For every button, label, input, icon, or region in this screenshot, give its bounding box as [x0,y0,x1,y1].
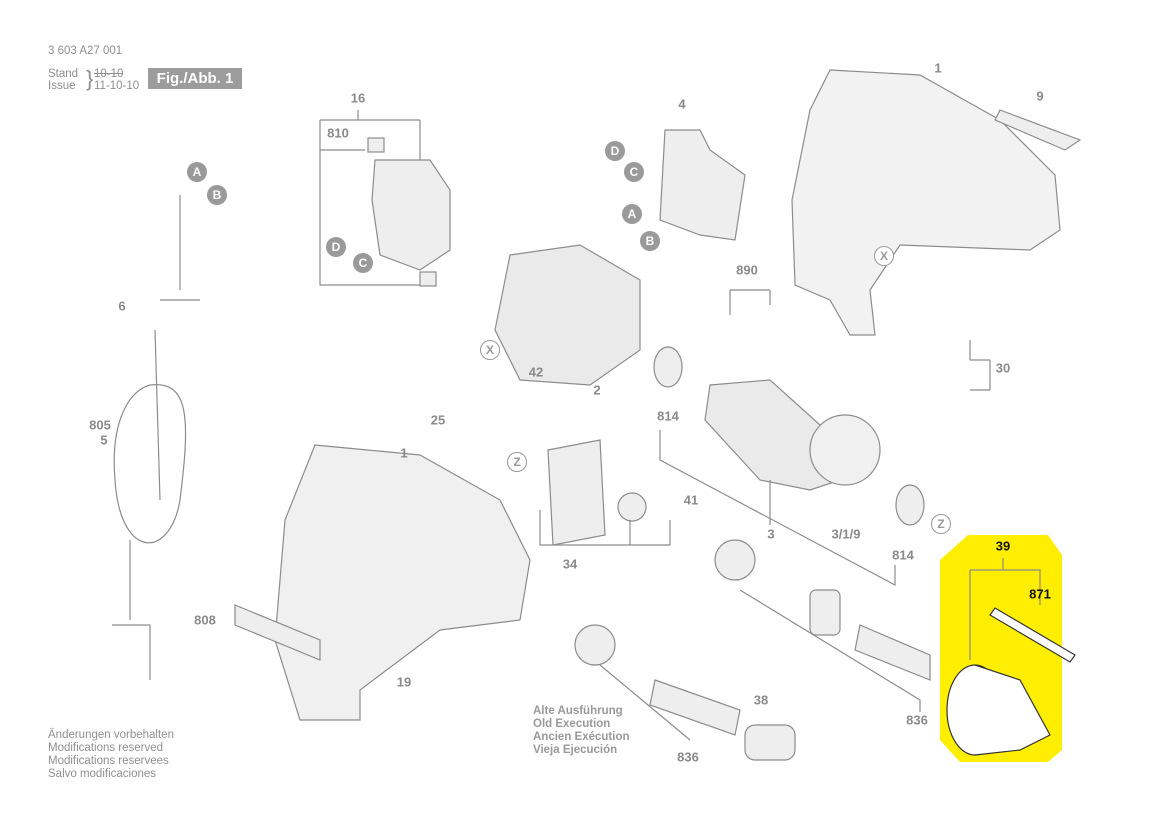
footer-fr: Modifications reservees [48,755,169,767]
part-label: 30 [995,360,1011,376]
part-label: 4 [678,96,686,112]
issue-label: Issue [48,80,76,92]
part-label: 814 [892,547,914,563]
part-label: 1 [400,445,408,461]
part-label: 6 [118,298,126,314]
stand-label: Stand [48,68,79,80]
marker-b: B [207,185,227,205]
old-execution-es: Vieja Ejecución [533,744,618,756]
part-label-highlighted: 39 [995,538,1011,554]
marker-d: D [605,141,625,161]
old-execution-note: Alte Ausführung Old Execution Ancien Exé… [533,705,630,757]
part-label: 19 [396,674,412,690]
housing-half [791,69,1061,336]
part-label: 3 [767,526,775,542]
marker-z: Z [931,514,951,534]
part-label: 1 [934,60,942,76]
part-label: 25 [430,412,446,428]
stand-date: 10-10 [94,68,124,80]
footer-notes: Änderungen vorbehalten Modifications res… [48,729,174,781]
marker-a: A [622,204,642,224]
part-label: 2 [593,382,601,398]
part-label: 810 [327,125,349,141]
drill-body [274,444,531,721]
old-execution-fr: Ancien Exécution [533,731,630,743]
part-label: 9 [1036,88,1044,104]
part-label: 3/1/9 [831,526,861,542]
part-label: 42 [528,364,544,380]
marker-z: Z [507,452,527,472]
part-label: 814 [657,408,679,424]
old-execution-en: Old Execution [533,718,611,730]
marker-b: B [640,231,660,251]
part-label: 836 [677,749,699,765]
footer-es: Salvo modificaciones [48,768,157,780]
footer-en: Modifications reserved [48,742,164,754]
marker-x: X [480,340,500,360]
part-label: 836 [906,712,928,728]
marker-c: C [624,162,644,182]
part-label-highlighted: 871 [1029,586,1051,602]
marker-a: A [187,162,207,182]
part-label: 5 [100,432,108,448]
part-label: 890 [736,262,758,278]
part-label: 38 [753,692,769,708]
marker-c: C [353,253,373,273]
part-label: 34 [562,556,578,572]
part-number: 3 603 A27 001 [48,45,123,57]
part-label: 41 [683,492,699,508]
footer-de: Änderungen vorbehalten [48,729,174,741]
issue-date: 11-10-10 [94,80,140,92]
marker-d: D [326,237,346,257]
brace: } [86,66,94,91]
part-label: 805 [89,417,111,433]
old-execution-de: Alte Ausführung [533,705,623,717]
part-label: 16 [350,90,366,106]
figure-label: Fig./Abb. 1 [148,68,242,89]
part-label: 808 [194,612,216,628]
marker-x: X [874,246,894,266]
